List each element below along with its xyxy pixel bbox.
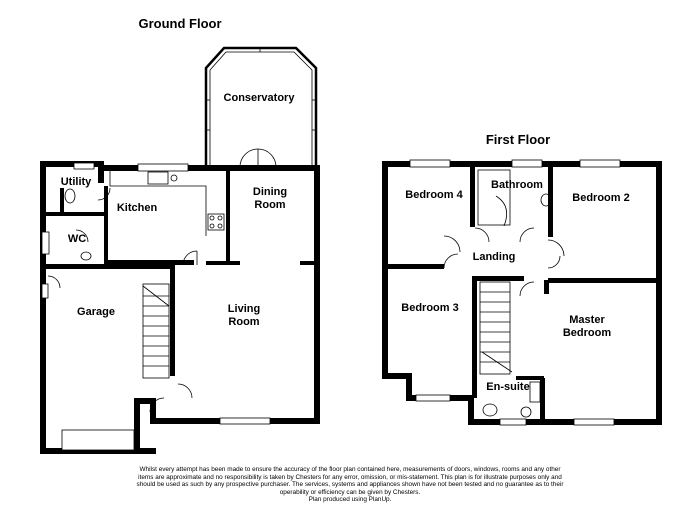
- first-floor-plan: [382, 159, 662, 426]
- ground-floor-title: Ground Floor: [138, 16, 221, 31]
- room-label-bedroom-4: Bedroom 4: [405, 189, 463, 201]
- room-label-bedroom-2: Bedroom 2: [572, 192, 629, 204]
- room-label-master-line2: Bedroom: [563, 327, 612, 339]
- disclaimer-line: items are approximate and no responsibil…: [138, 473, 562, 481]
- room-label-conservatory: Conservatory: [224, 92, 296, 104]
- room-label-dining-line1: Dining: [253, 186, 287, 198]
- room-label-living-line2: Room: [228, 316, 259, 328]
- room-label-utility: Utility: [61, 176, 92, 188]
- disclaimer-line: operability or efficiency can be given b…: [279, 488, 421, 496]
- disclaimer-text: Whilst every attempt has been made to en…: [120, 466, 580, 504]
- room-label-ensuite: En-suite: [486, 381, 529, 393]
- disclaimer-line: should be used as such by any prospectiv…: [136, 481, 564, 489]
- room-label-living-line1: Living: [228, 303, 260, 315]
- room-label-landing: Landing: [473, 251, 516, 263]
- ground-floor-plan: [40, 46, 320, 454]
- room-label-bathroom: Bathroom: [491, 179, 543, 191]
- room-label-wc: WC: [68, 233, 86, 245]
- first-floor-title: First Floor: [486, 132, 550, 147]
- room-label-master-line1: Master: [569, 314, 605, 326]
- room-label-bedroom-3: Bedroom 3: [401, 302, 458, 314]
- room-label-dining-line2: Room: [254, 199, 285, 211]
- room-label-kitchen: Kitchen: [117, 202, 158, 214]
- disclaimer-line: Plan produced using PlanUp.: [308, 496, 392, 504]
- disclaimer-line: Whilst every attempt has been made to en…: [139, 466, 561, 473]
- room-label-garage: Garage: [77, 306, 115, 318]
